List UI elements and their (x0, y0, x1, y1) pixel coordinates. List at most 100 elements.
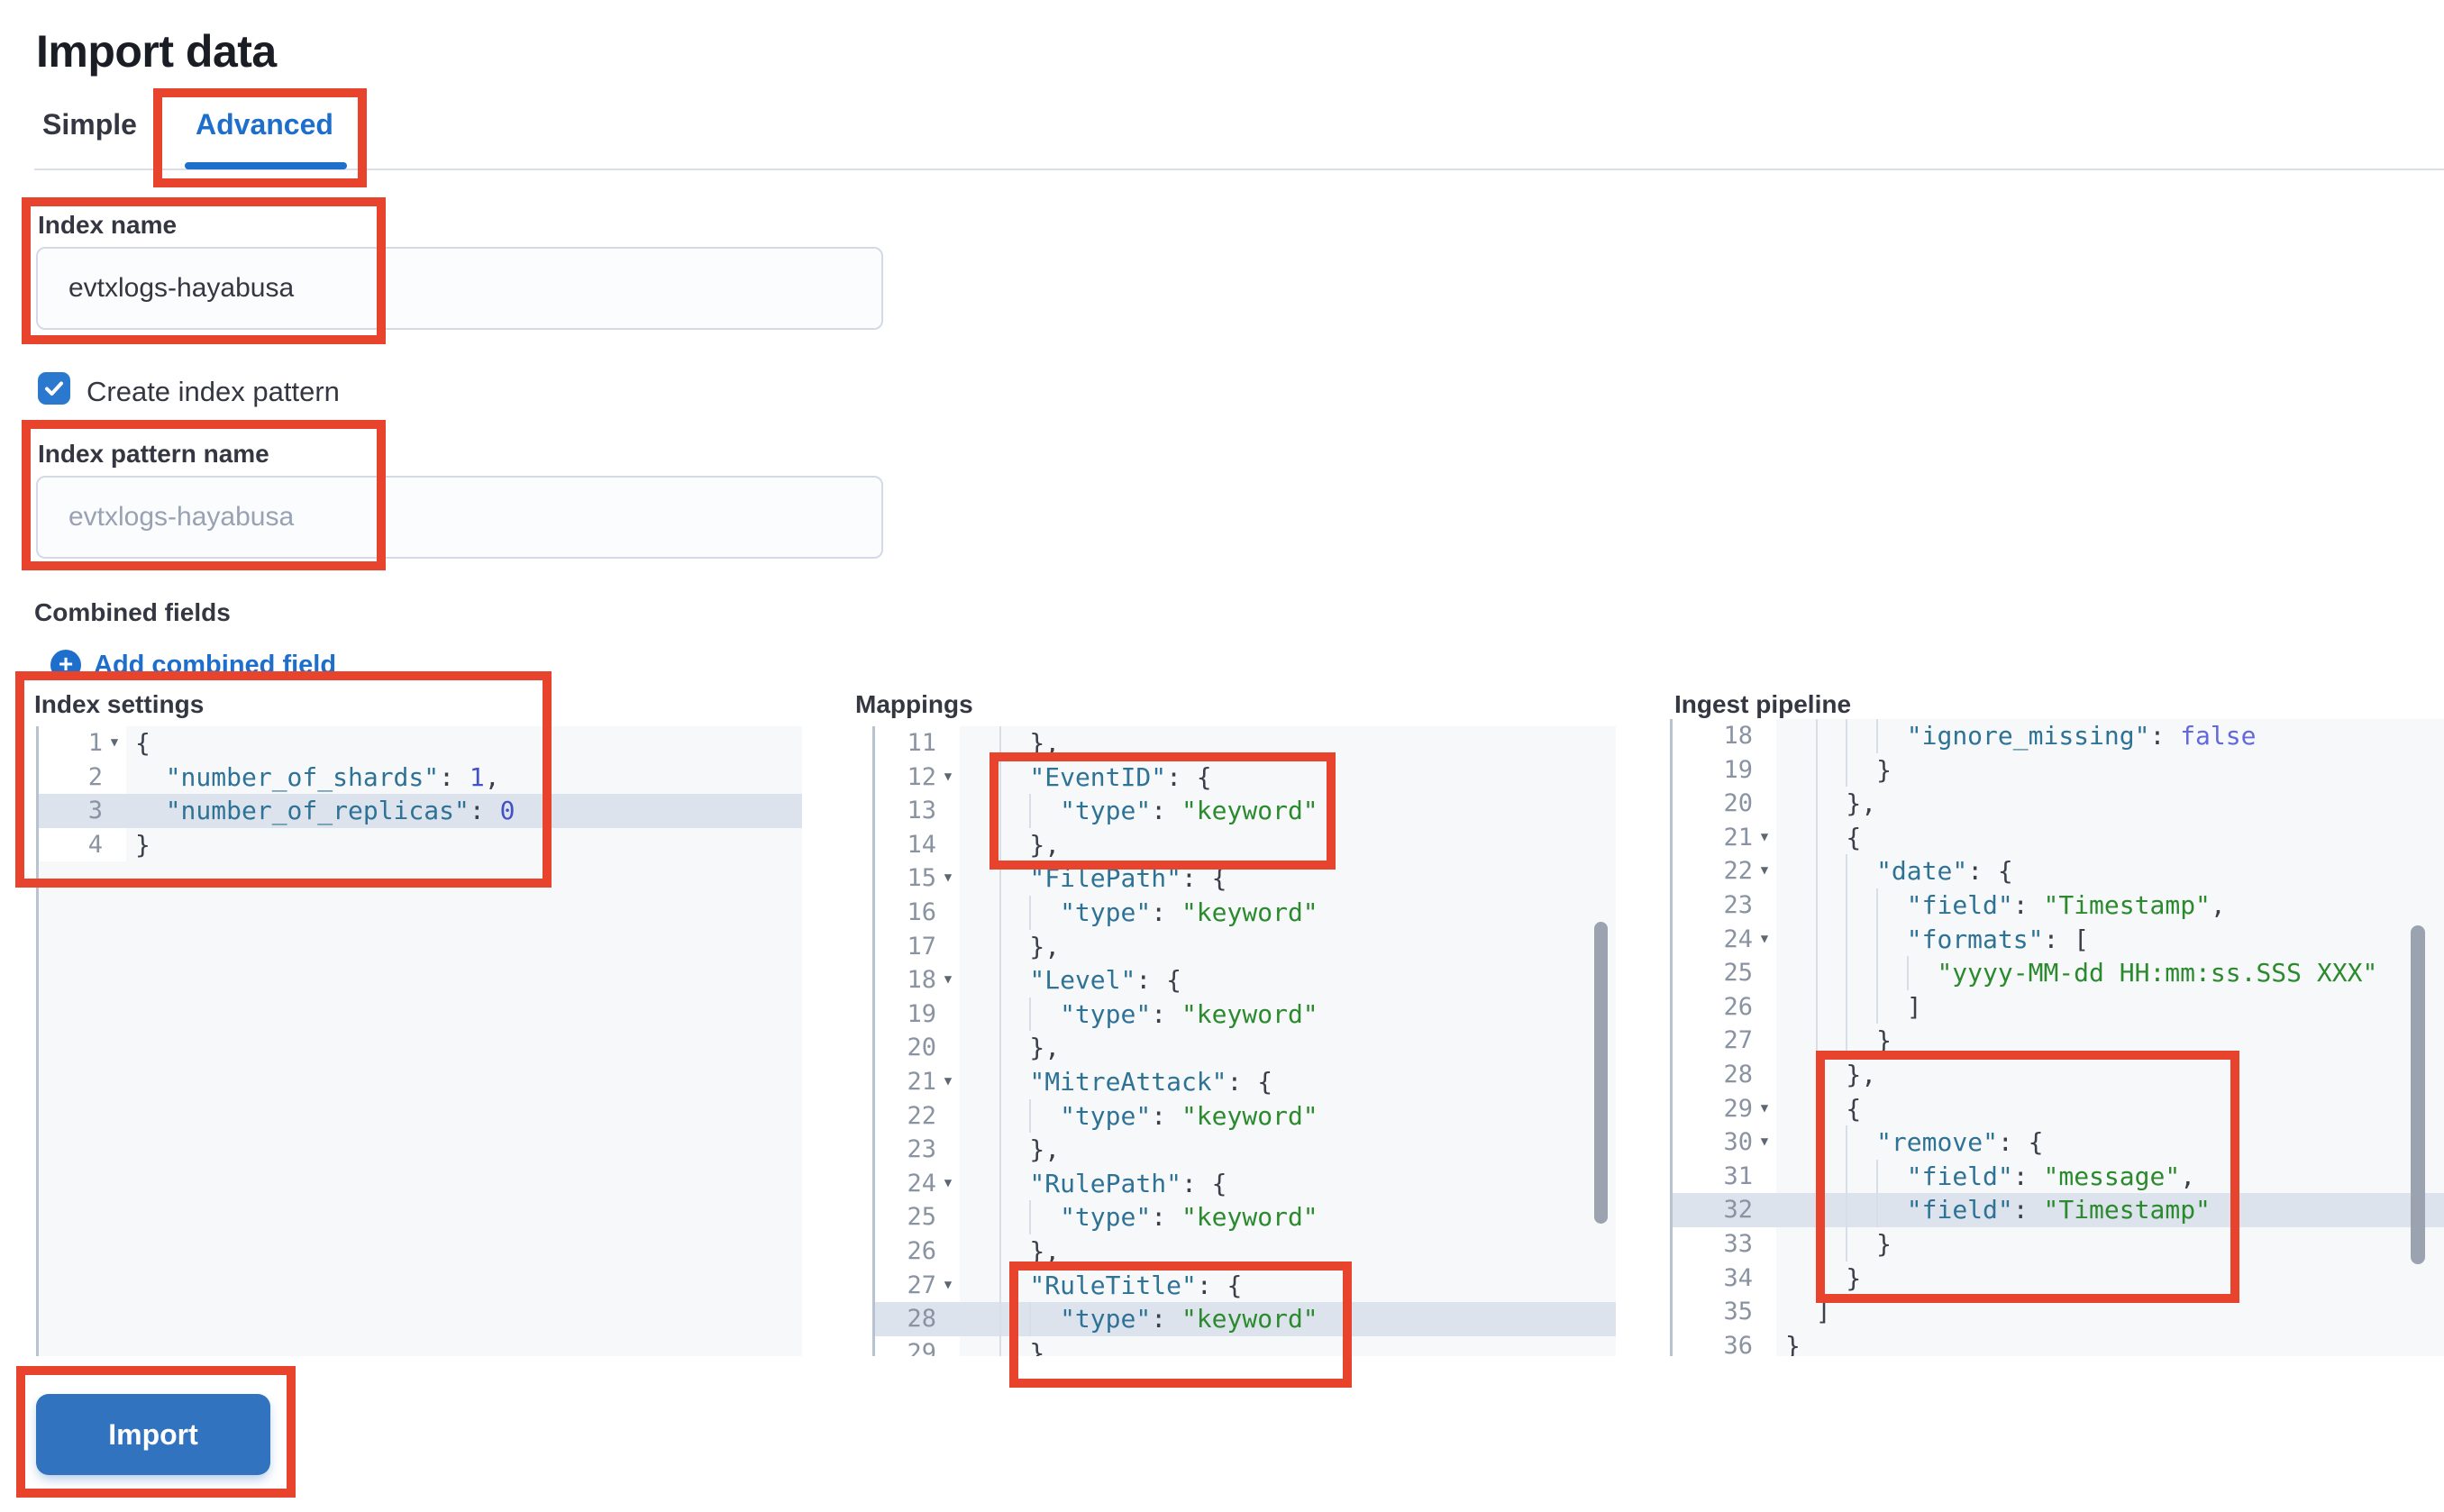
add-combined-field-link[interactable]: Add combined field (94, 651, 337, 679)
indent-guide (1815, 1261, 1847, 1296)
code-line-25[interactable]: 25"yyyy-MM-dd HH:mm:ss.SSS XXX" (1673, 956, 2444, 990)
line-number: 14 (907, 830, 936, 859)
fold-arrow-icon[interactable]: ▼ (1760, 863, 1769, 879)
line-number: 18 (1723, 722, 1753, 750)
fold-arrow-icon[interactable]: ▼ (944, 870, 953, 886)
code-text: }, (1846, 788, 1877, 819)
indent-guide (999, 1200, 1030, 1234)
code-line-22[interactable]: 22▼"date": { (1673, 854, 2444, 888)
code-line-20[interactable]: 20}, (1673, 787, 2444, 821)
code-text: "remove": { (1876, 1127, 2044, 1158)
code-line-2[interactable]: 2"number_of_shards": 1, (39, 760, 802, 795)
indent-guide (1815, 752, 1847, 788)
code-line-25[interactable]: 25"type": "keyword" (875, 1200, 1616, 1234)
code-text: "type": "keyword" (1060, 796, 1318, 826)
fold-arrow-icon[interactable]: ▼ (1760, 1100, 1769, 1116)
code-line-27[interactable]: 27} (1673, 1024, 2444, 1058)
code-line-21[interactable]: 21▼{ (1673, 820, 2444, 855)
code-line-1[interactable]: 1▼{ (39, 726, 802, 761)
fold-arrow-icon[interactable]: ▼ (1760, 1134, 1769, 1150)
code-text: { (135, 728, 150, 758)
code-line-14[interactable]: 14}, (875, 827, 1616, 862)
index-settings-code-editor[interactable]: 1▼{2"number_of_shards": 1,3"number_of_re… (36, 726, 802, 1356)
code-line-29[interactable]: 29▼{ (1673, 1091, 2444, 1126)
code-line-32[interactable]: 32"field": "Timestamp" (1673, 1193, 2444, 1227)
fold-arrow-icon[interactable]: ▼ (944, 1277, 953, 1292)
fold-arrow-icon[interactable]: ▼ (1760, 931, 1769, 946)
indent-guide (1846, 888, 1876, 923)
indent-guide (999, 1335, 1030, 1356)
code-line-20[interactable]: 20}, (875, 1031, 1616, 1065)
code-line-19[interactable]: 19} (1673, 752, 2444, 788)
code-line-34[interactable]: 34} (1673, 1261, 2444, 1296)
code-line-28[interactable]: 28}, (1673, 1057, 2444, 1092)
fold-arrow-icon[interactable]: ▼ (944, 1175, 953, 1190)
tab-advanced[interactable]: Advanced (196, 108, 333, 141)
code-line-19[interactable]: 19"type": "keyword" (875, 997, 1616, 1032)
code-line-17[interactable]: 17}, (875, 929, 1616, 964)
code-text: "type": "keyword" (1060, 1304, 1318, 1334)
tab-simple[interactable]: Simple (42, 108, 137, 141)
code-line-12[interactable]: 12▼"EventID": { (875, 760, 1616, 795)
code-line-35[interactable]: 35] (1673, 1295, 2444, 1329)
code-line-29[interactable]: 29}, (875, 1335, 1616, 1356)
code-line-22[interactable]: 22"type": "keyword" (875, 1098, 1616, 1134)
indent-guide (1846, 956, 1876, 990)
checkmark-icon (45, 381, 63, 396)
code-line-28[interactable]: 28"type": "keyword" (875, 1302, 1616, 1336)
code-line-18[interactable]: 18"ignore_missing": false (1673, 719, 2444, 753)
code-line-24[interactable]: 24▼"RulePath": { (875, 1166, 1616, 1201)
code-line-3[interactable]: 3"number_of_replicas": 0 (39, 794, 802, 828)
index-name-input[interactable] (36, 247, 883, 330)
line-number: 20 (907, 1034, 936, 1062)
indent-guide (1876, 719, 1907, 753)
plus-circle-icon[interactable]: + (50, 650, 81, 680)
code-line-21[interactable]: 21▼"MitreAttack": { (875, 1064, 1616, 1099)
create-index-pattern-checkbox[interactable] (38, 372, 70, 405)
fold-arrow-icon[interactable]: ▼ (944, 769, 953, 784)
line-number: 2 (87, 762, 103, 791)
fold-arrow-icon[interactable]: ▼ (944, 972, 953, 988)
indent-guide (1876, 1159, 1907, 1194)
mappings-code-editor[interactable]: 11},12▼"EventID": {13"type": "keyword"14… (872, 726, 1616, 1356)
code-line-36[interactable]: 36} (1673, 1328, 2444, 1356)
code-line-13[interactable]: 13"type": "keyword" (875, 794, 1616, 828)
code-line-15[interactable]: 15▼"FilePath": { (875, 861, 1616, 896)
ingest-scrollbar-thumb[interactable] (2411, 925, 2425, 1264)
code-line-24[interactable]: 24▼"formats": [ (1673, 922, 2444, 957)
import-button[interactable]: Import (36, 1394, 270, 1475)
code-text: "type": "keyword" (1060, 1100, 1318, 1131)
indent-guide (1846, 719, 1876, 753)
indent-guide (999, 1031, 1030, 1065)
code-line-16[interactable]: 16"type": "keyword" (875, 895, 1616, 930)
line-number: 27 (1723, 1026, 1753, 1055)
code-line-26[interactable]: 26] (1673, 989, 2444, 1025)
code-line-23[interactable]: 23"field": "Timestamp", (1673, 888, 2444, 923)
fold-arrow-icon[interactable]: ▼ (944, 1073, 953, 1088)
code-text: "Level": { (1029, 965, 1181, 996)
mappings-scrollbar-thumb[interactable] (1594, 922, 1608, 1224)
code-line-33[interactable]: 33} (1673, 1226, 2444, 1262)
indent-guide (999, 1234, 1030, 1269)
indent-guide (1876, 989, 1907, 1025)
line-number: 25 (1723, 959, 1753, 988)
index-pattern-name-input[interactable] (36, 476, 883, 559)
line-number: 16 (907, 897, 936, 926)
code-line-4[interactable]: 4} (39, 827, 802, 862)
indent-guide (1029, 1098, 1060, 1134)
code-line-31[interactable]: 31"field": "message", (1673, 1159, 2444, 1194)
tabs-divider (34, 169, 2444, 170)
code-line-23[interactable]: 23}, (875, 1133, 1616, 1167)
code-line-30[interactable]: 30▼"remove": { (1673, 1125, 2444, 1160)
line-number: 33 (1723, 1229, 1753, 1258)
fold-arrow-icon[interactable]: ▼ (1760, 829, 1769, 844)
fold-arrow-icon[interactable]: ▼ (110, 735, 119, 750)
indent-guide (999, 997, 1030, 1032)
line-number: 23 (1723, 890, 1753, 919)
create-index-pattern-label: Create index pattern (87, 376, 340, 407)
code-line-18[interactable]: 18▼"Level": { (875, 963, 1616, 997)
code-line-27[interactable]: 27▼"RuleTitle": { (875, 1268, 1616, 1303)
code-line-26[interactable]: 26}, (875, 1234, 1616, 1269)
code-line-11[interactable]: 11}, (875, 726, 1616, 761)
